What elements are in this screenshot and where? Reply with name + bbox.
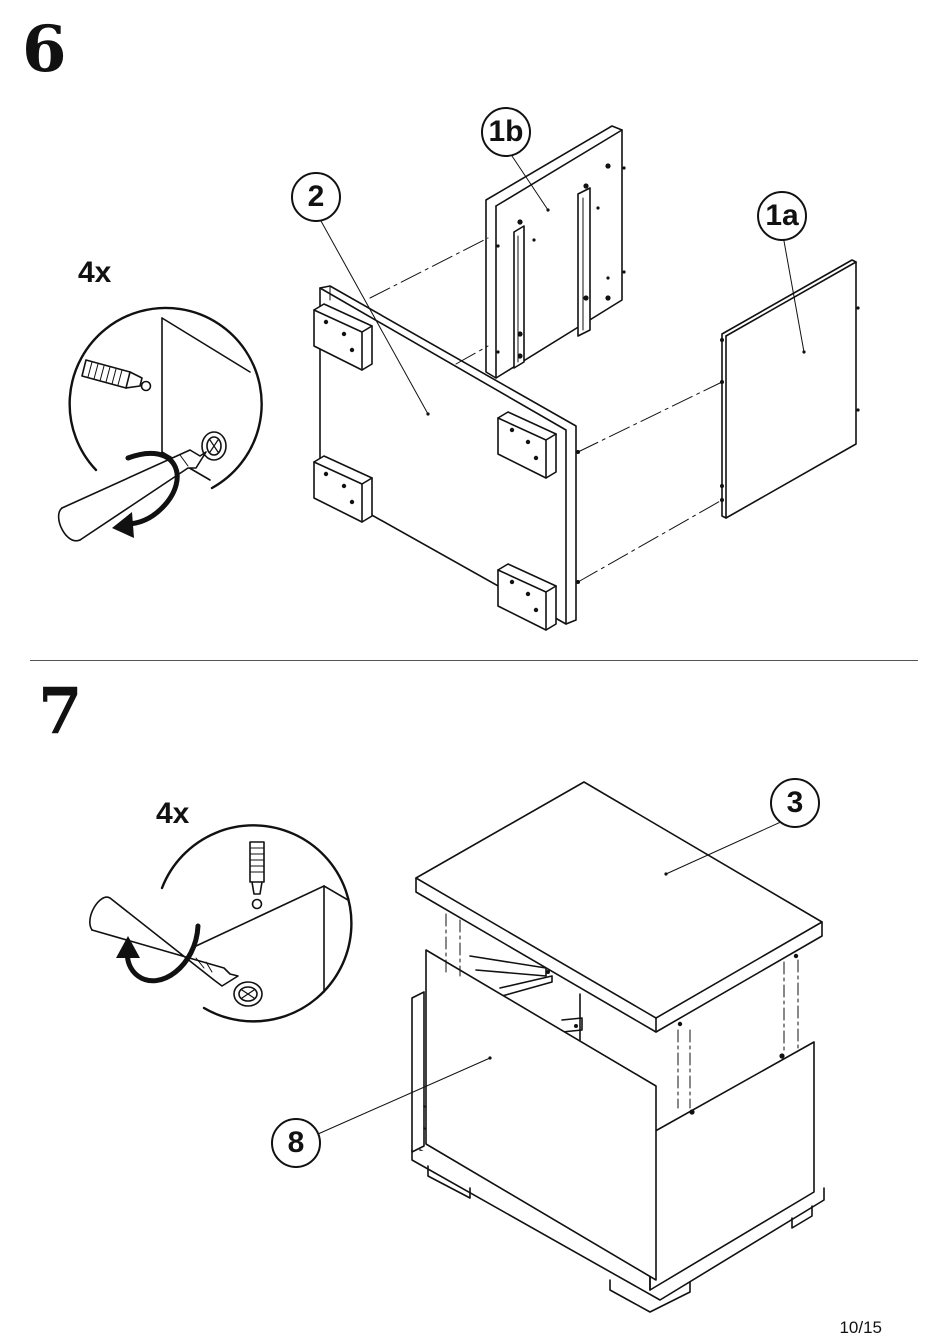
- cabinet: [412, 782, 824, 1312]
- page-number: 10/15: [839, 1318, 882, 1338]
- step-7-quantity: 4x: [156, 799, 189, 829]
- step-6-quantity: 4x: [78, 258, 111, 288]
- step-6-number: 6: [22, 18, 67, 82]
- step7-screwdriver-detail: [90, 825, 352, 1021]
- step-7-number: 7: [38, 680, 83, 744]
- step-divider: [30, 660, 918, 661]
- panel-1a: [720, 260, 860, 518]
- part-label-3: 3: [770, 778, 820, 828]
- part-label-1b: 1b: [481, 107, 531, 157]
- step6-screwdriver-detail: [59, 308, 262, 541]
- part-label-1a: 1a: [757, 191, 807, 241]
- panel-1b: [486, 126, 626, 378]
- part-label-8: 8: [271, 1118, 321, 1168]
- part-label-2: 2: [291, 172, 341, 222]
